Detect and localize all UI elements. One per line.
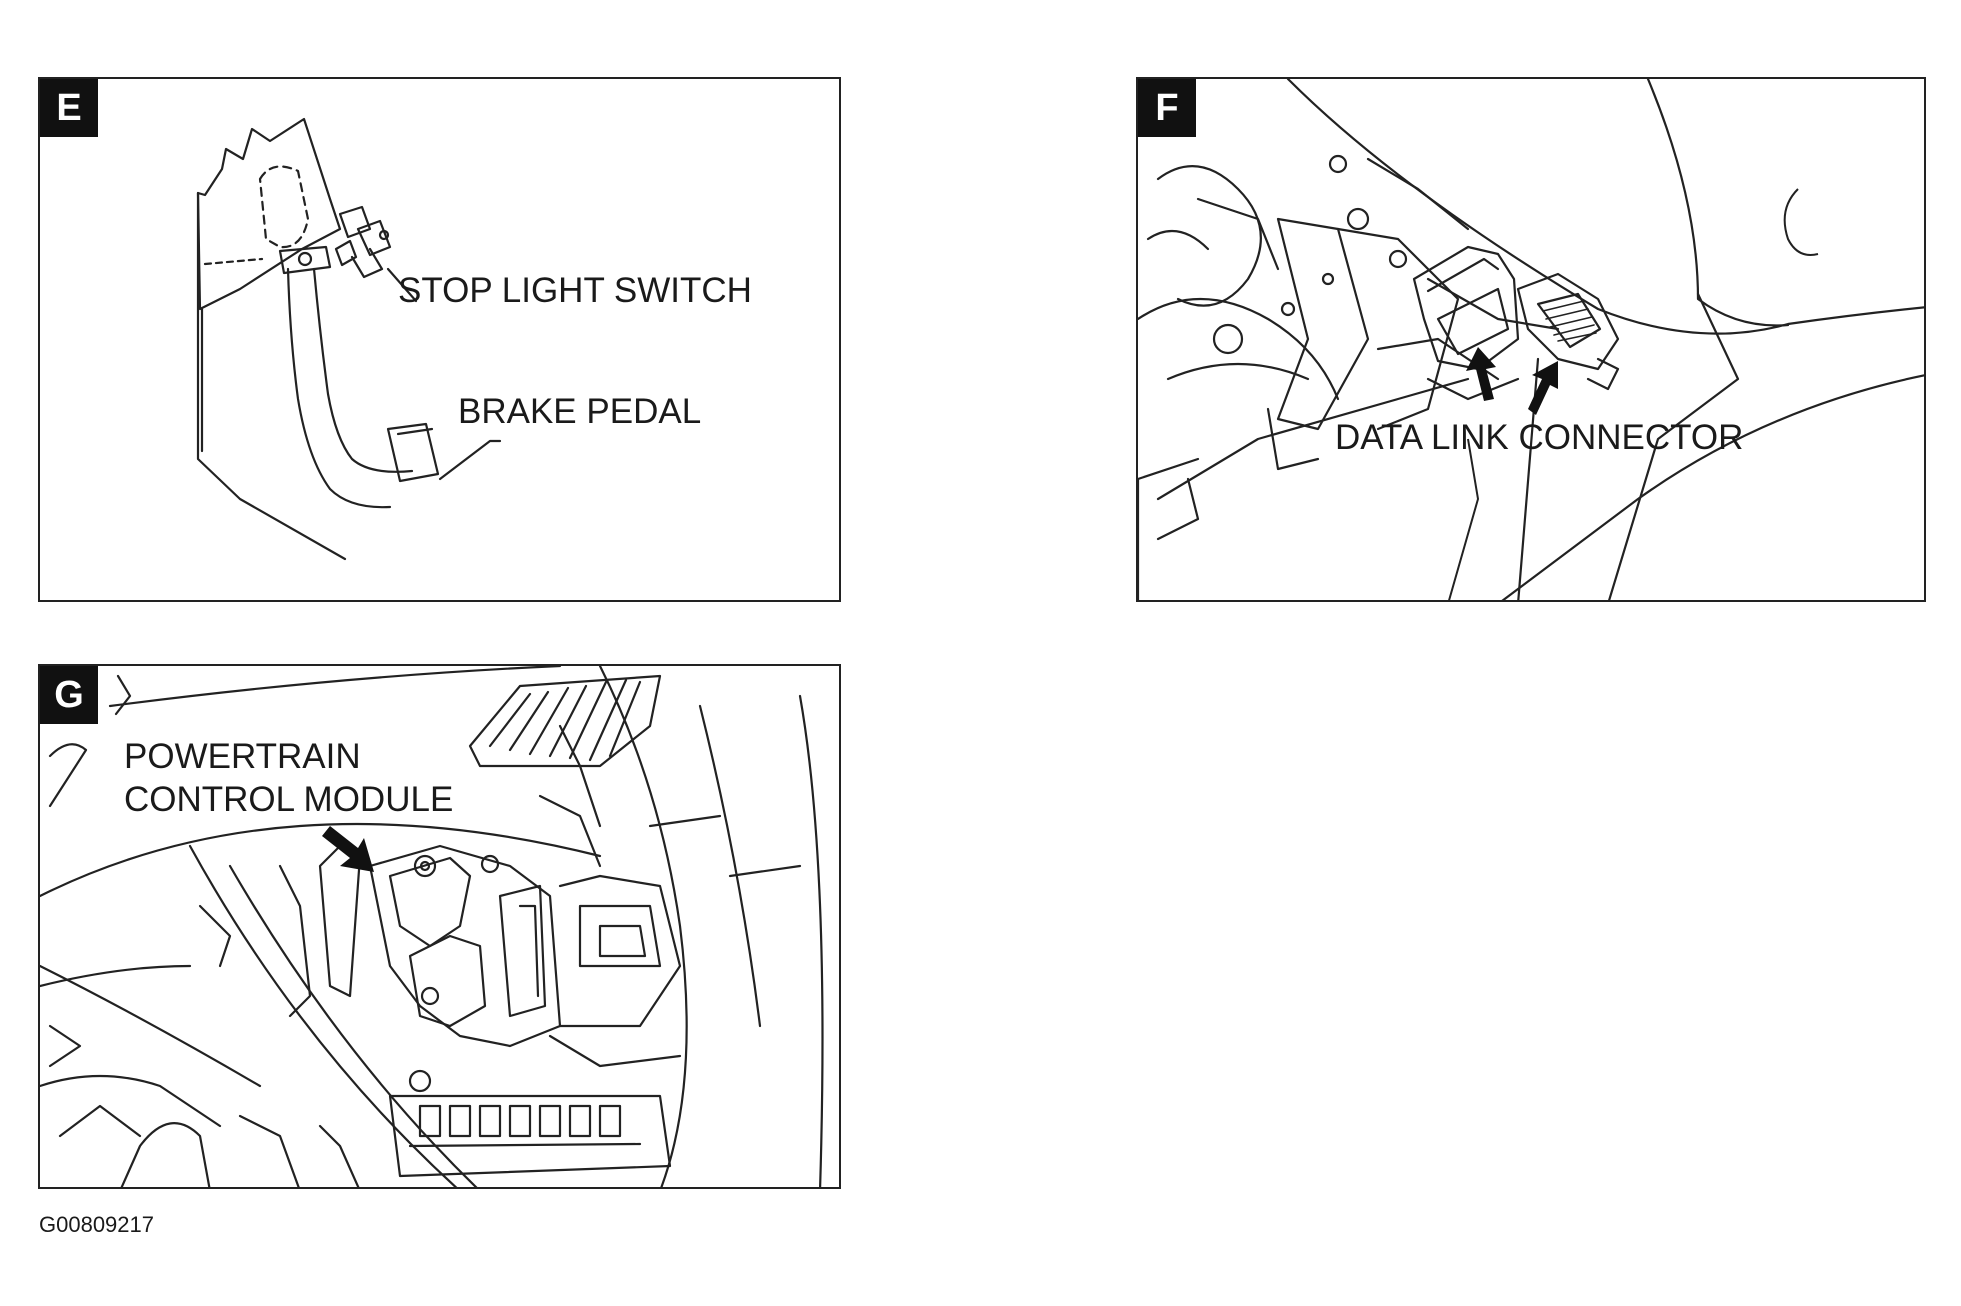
panel-e: E STOP xyxy=(38,77,841,602)
figure-id: G00809217 xyxy=(39,1212,154,1237)
panel-g: G xyxy=(38,664,841,1189)
data-link-connector-label: DATA LINK CONNECTOR xyxy=(1335,418,1744,457)
brake-pedal-illustration xyxy=(196,117,502,561)
pcm-label-line1: POWERTRAIN xyxy=(124,737,361,776)
panel-g-badge: G xyxy=(40,666,98,724)
brake-pedal-label: BRAKE PEDAL xyxy=(458,392,702,431)
panel-e-badge: E xyxy=(40,79,98,137)
stop-light-switch-label: STOP LIGHT SWITCH xyxy=(398,271,752,310)
panel-f-badge: F xyxy=(1138,79,1196,137)
data-link-connector-illustration xyxy=(1138,79,1924,600)
powertrain-control-module-illustration xyxy=(40,666,824,1187)
panel-f: F xyxy=(1136,77,1926,602)
pcm-label-line2: CONTROL MODULE xyxy=(124,780,454,819)
